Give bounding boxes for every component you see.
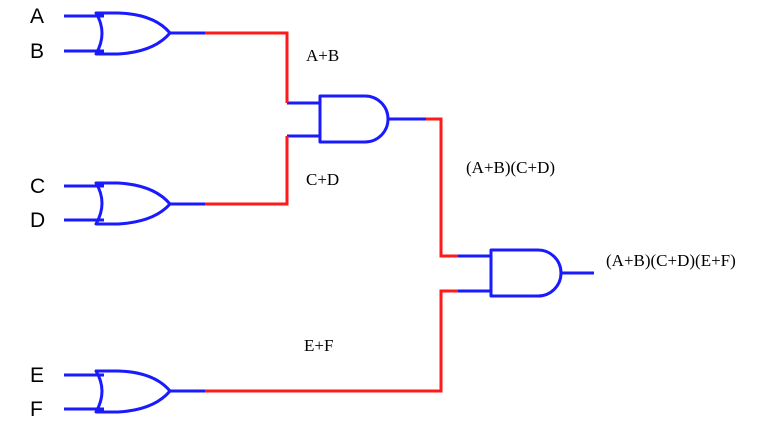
- and-gate-1-body: [318, 94, 390, 144]
- input-label-e: E: [30, 364, 44, 387]
- connection-wires: [205, 31, 458, 393]
- or-gate-cd-body: [94, 181, 172, 226]
- or-gate-ef: [64, 369, 205, 414]
- wire-or-cd-to-and-1: [205, 136, 289, 206]
- and-gate-1: [287, 94, 426, 144]
- expr-label-a-or-b: A+B: [306, 46, 339, 65]
- expr-label-output: (A+B)(C+D)(E+F): [606, 251, 736, 270]
- input-label-b: B: [30, 40, 44, 63]
- or-gate-cd: [64, 181, 205, 226]
- wire-or-ef-to-and-2: [205, 289, 458, 393]
- expr-label-and-1: (A+B)(C+D): [466, 158, 555, 177]
- or-gate-ab: [64, 11, 205, 56]
- or-gate-ab-body: [94, 11, 172, 56]
- or-gate-ef-body: [94, 369, 172, 414]
- expr-label-e-or-f: E+F: [304, 336, 333, 355]
- expr-label-c-or-d: C+D: [306, 170, 339, 189]
- input-label-c: C: [30, 175, 45, 198]
- input-label-a: A: [30, 5, 44, 28]
- and-gate-2: [458, 248, 594, 298]
- wire-and-1-to-and-2: [426, 117, 458, 258]
- and-gate-2-body: [489, 248, 563, 298]
- input-label-d: D: [30, 209, 45, 232]
- input-label-f: F: [30, 398, 43, 421]
- wire-or-ab-to-and-1: [205, 31, 289, 103]
